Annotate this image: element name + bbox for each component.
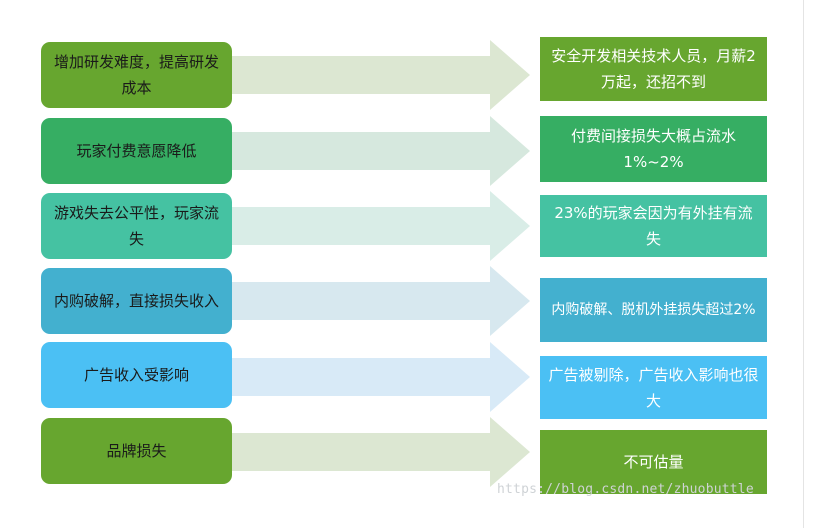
cause-box-5: 广告收入受影响 [41,342,232,408]
arrow-right-icon [232,40,530,110]
diagram-row-1: 增加研发难度，提高研发成本 安全开发相关技术人员，月薪2万起，还招不到 [0,37,816,110]
cause-box-6: 品牌损失 [41,418,232,484]
arrow-right-icon [232,417,530,487]
cause-box-4: 内购破解，直接损失收入 [41,268,232,334]
effect-box-1: 安全开发相关技术人员，月薪2万起，还招不到 [540,37,767,101]
diagram-row-5: 广告收入受影响 广告被剔除，广告收入影响也很大 [0,342,816,419]
arrow-right-icon [232,116,530,186]
cause-box-3: 游戏失去公平性，玩家流失 [41,193,232,259]
cause-box-2: 玩家付费意愿降低 [41,118,232,184]
watermark-url: https://blog.csdn.net/zhuobuttle [497,482,754,497]
effect-box-2: 付费间接损失大概占流水1%~2% [540,116,767,182]
effect-box-5: 广告被剔除，广告收入影响也很大 [540,356,767,419]
effect-box-6: 不可估量 [540,430,767,494]
arrow-right-icon [232,266,530,336]
diagram-row-2: 玩家付费意愿降低 付费间接损失大概占流水1%~2% [0,116,816,186]
arrow-right-icon [232,191,530,261]
arrow-right-icon [232,342,530,412]
diagram-row-6: 品牌损失 不可估量 [0,417,816,494]
cause-box-1: 增加研发难度，提高研发成本 [41,42,232,108]
effect-box-3: 23%的玩家会因为有外挂有流失 [540,195,767,257]
page-right-border [803,0,804,528]
diagram-row-3: 游戏失去公平性，玩家流失 23%的玩家会因为有外挂有流失 [0,191,816,261]
effect-box-4: 内购破解、脱机外挂损失超过2% [540,278,767,342]
diagram-row-4: 内购破解，直接损失收入 内购破解、脱机外挂损失超过2% [0,266,816,342]
